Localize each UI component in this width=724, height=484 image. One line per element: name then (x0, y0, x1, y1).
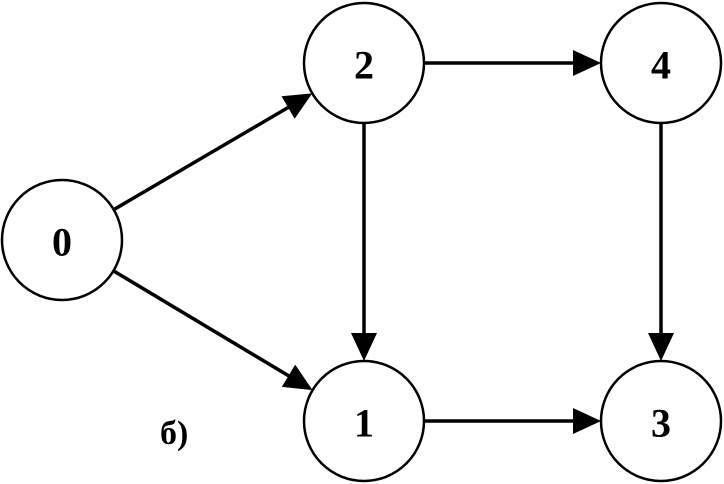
node-4-circle (599, 1, 723, 125)
node-0-label: 0 (52, 220, 72, 265)
edge-1-3-arrowhead (573, 408, 601, 434)
edge-0-2-arrowhead (281, 93, 313, 119)
node-2: 2 (302, 1, 426, 125)
edge-2-4-arrowhead (573, 50, 601, 76)
node-0-circle (0, 178, 124, 302)
node-3-label: 3 (651, 401, 671, 446)
edge-4-3 (648, 123, 674, 361)
node-2-label: 2 (354, 43, 374, 88)
node-1: 1 (302, 359, 426, 483)
node-0: 0 (0, 178, 124, 302)
node-4: 4 (599, 1, 723, 125)
figure-caption: б) (160, 415, 189, 452)
node-2-circle (302, 1, 426, 125)
node-3-circle (599, 359, 723, 483)
edge-2-1 (351, 123, 377, 361)
edge-4-3-arrowhead (648, 333, 674, 361)
node-3: 3 (599, 359, 723, 483)
edges (112, 50, 674, 434)
edge-0-1 (112, 269, 313, 391)
edge-0-2-line (112, 104, 291, 212)
node-1-label: 1 (354, 401, 374, 446)
edge-2-1-arrowhead (351, 333, 377, 361)
node-4-label: 4 (651, 43, 671, 88)
node-1-circle (302, 359, 426, 483)
edge-0-2 (112, 93, 313, 212)
edge-0-1-line (112, 269, 292, 379)
edge-2-4 (424, 50, 601, 76)
edge-1-3 (424, 408, 601, 434)
edge-0-1-arrowhead (281, 364, 313, 391)
